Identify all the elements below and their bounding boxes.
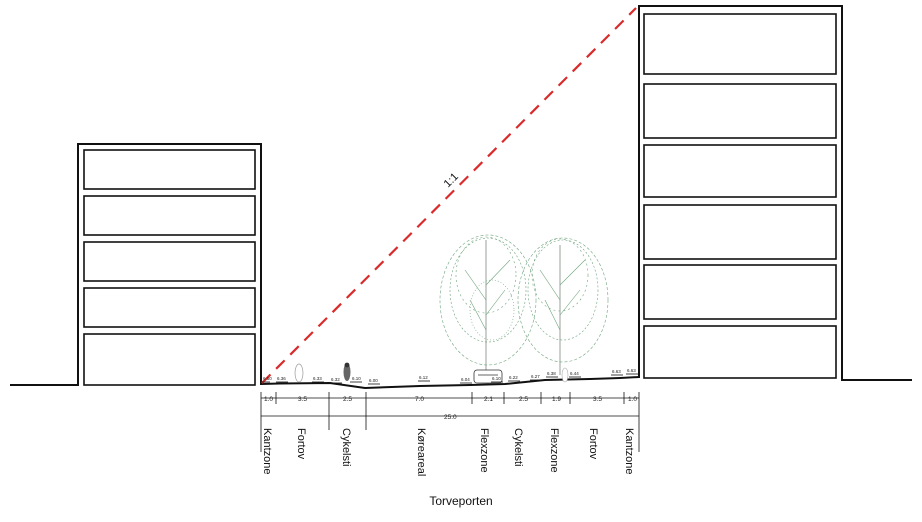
svg-text:6.22: 6.22 bbox=[509, 375, 518, 380]
zone-label-fortov-right: Fortov bbox=[587, 428, 599, 460]
right-building bbox=[643, 13, 837, 379]
svg-text:6.10: 6.10 bbox=[352, 376, 361, 381]
left-building bbox=[83, 149, 256, 386]
svg-text:2.5: 2.5 bbox=[343, 396, 352, 403]
zone-label-cykelsti-right: Cykelsti bbox=[512, 428, 524, 467]
svg-text:25.0: 25.0 bbox=[444, 414, 457, 421]
slope-label: 1:1 bbox=[442, 171, 461, 190]
svg-text:6.27: 6.27 bbox=[531, 374, 540, 379]
svg-text:2.5: 2.5 bbox=[519, 396, 528, 403]
zone-label-koereareal: Køreareal bbox=[415, 428, 427, 476]
car-icon bbox=[473, 369, 503, 384]
svg-text:6.38: 6.38 bbox=[547, 371, 556, 376]
svg-text:7.0: 7.0 bbox=[415, 396, 424, 403]
pedestrian-right-icon bbox=[561, 367, 569, 383]
svg-text:6.63: 6.63 bbox=[627, 368, 636, 373]
svg-text:6.44: 6.44 bbox=[570, 371, 579, 376]
zone-label-fortov-left: Fortov bbox=[295, 428, 307, 460]
svg-text:1.0: 1.0 bbox=[264, 396, 273, 403]
zone-label-kantzone-left: Kantzone bbox=[261, 428, 273, 474]
cyclist-icon bbox=[343, 362, 351, 381]
svg-text:6.36: 6.36 bbox=[277, 376, 286, 381]
ground-line bbox=[10, 5, 912, 390]
tree-right bbox=[517, 237, 609, 375]
svg-text:6.04: 6.04 bbox=[461, 377, 470, 382]
svg-text:6.33: 6.33 bbox=[313, 376, 322, 381]
zone-label-cykelsti-left: Cykelsti bbox=[340, 428, 352, 467]
svg-text:6.12: 6.12 bbox=[419, 375, 428, 380]
left-building-floors bbox=[83, 149, 256, 386]
svg-text:2.1: 2.1 bbox=[484, 396, 493, 403]
right-building-floors bbox=[643, 13, 837, 379]
slope-line bbox=[261, 7, 637, 384]
tree-left bbox=[439, 234, 537, 375]
elevation-labels: 6.50 6.36 6.33 6.32 6.10 6.00 6.12 6.04 … bbox=[263, 368, 636, 383]
zone-labels: Kantzone Fortov Cykelsti Køreareal Flexz… bbox=[261, 428, 635, 476]
svg-text:6.32: 6.32 bbox=[331, 377, 340, 382]
pedestrian-icon bbox=[294, 363, 304, 383]
zone-label-flexzone-left: Flexzone bbox=[478, 428, 490, 473]
section-title: Torveporten bbox=[429, 494, 493, 508]
svg-text:6.00: 6.00 bbox=[369, 378, 378, 383]
dimension-line bbox=[260, 392, 640, 452]
zone-label-flexzone-right: Flexzone bbox=[548, 428, 560, 473]
svg-text:1.9: 1.9 bbox=[552, 396, 561, 403]
svg-text:1.0: 1.0 bbox=[628, 396, 637, 403]
svg-text:3.5: 3.5 bbox=[593, 396, 602, 403]
elevation-markers bbox=[262, 373, 638, 385]
svg-text:3.5: 3.5 bbox=[298, 396, 307, 403]
svg-text:6.50: 6.50 bbox=[263, 376, 272, 381]
zone-label-kantzone-right: Kantzone bbox=[623, 428, 635, 474]
dimension-values: 1.0 3.5 2.5 7.0 2.1 2.5 1.9 3.5 1.0 25.0 bbox=[264, 396, 637, 421]
svg-text:6.10: 6.10 bbox=[492, 376, 501, 381]
svg-text:6.63: 6.63 bbox=[612, 369, 621, 374]
